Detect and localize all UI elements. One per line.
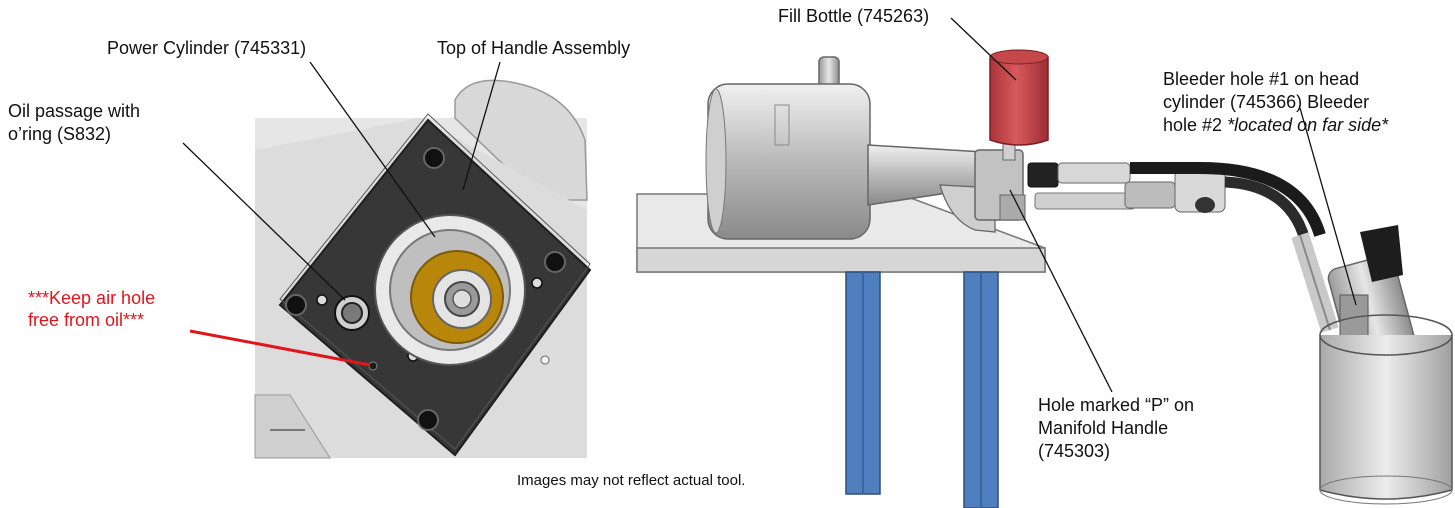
workbench-table — [636, 193, 1046, 508]
bleeder-hole-label-line3: hole #2 *located on far side* — [1163, 114, 1388, 136]
disclaimer-text: Images may not reflect actual tool. — [517, 472, 746, 489]
bleeder-hole-far-side-note: *located on far side* — [1227, 115, 1389, 135]
air-hole-warning-line1: ***Keep air hole — [28, 288, 156, 308]
oil-passage-label-line1: Oil passage with — [8, 101, 141, 121]
hole-p-label-line3: (745303) — [1038, 441, 1111, 461]
leader-lines-left — [182, 61, 501, 301]
hole-p-label-line2: Manifold Handle — [1038, 418, 1169, 438]
bleeder-hole-label-line3-a: hole #2 — [1163, 115, 1228, 135]
air-hole-pointer — [189, 329, 371, 367]
top-of-handle-label: Top of Handle Assembly — [437, 38, 631, 58]
bleeder-hole-label-line2: cylinder (745366) Bleeder — [1163, 92, 1370, 112]
air-hole-warning-line2: free from oil*** — [28, 310, 145, 330]
handle-assembly-top-view — [254, 79, 592, 459]
fill-bottle-label: Fill Bottle (745263) — [778, 6, 930, 26]
oil-passage-label-line2: o’ring (S832) — [8, 124, 112, 144]
leader-lines-right — [950, 17, 1357, 393]
catch-cup — [1319, 314, 1453, 505]
hole-p-label-line1: Hole marked “P” on — [1038, 395, 1195, 415]
power-cylinder-label: Power Cylinder (745331) — [107, 38, 307, 58]
bleeder-hole-label-line1: Bleeder hole #1 on head — [1163, 69, 1360, 89]
